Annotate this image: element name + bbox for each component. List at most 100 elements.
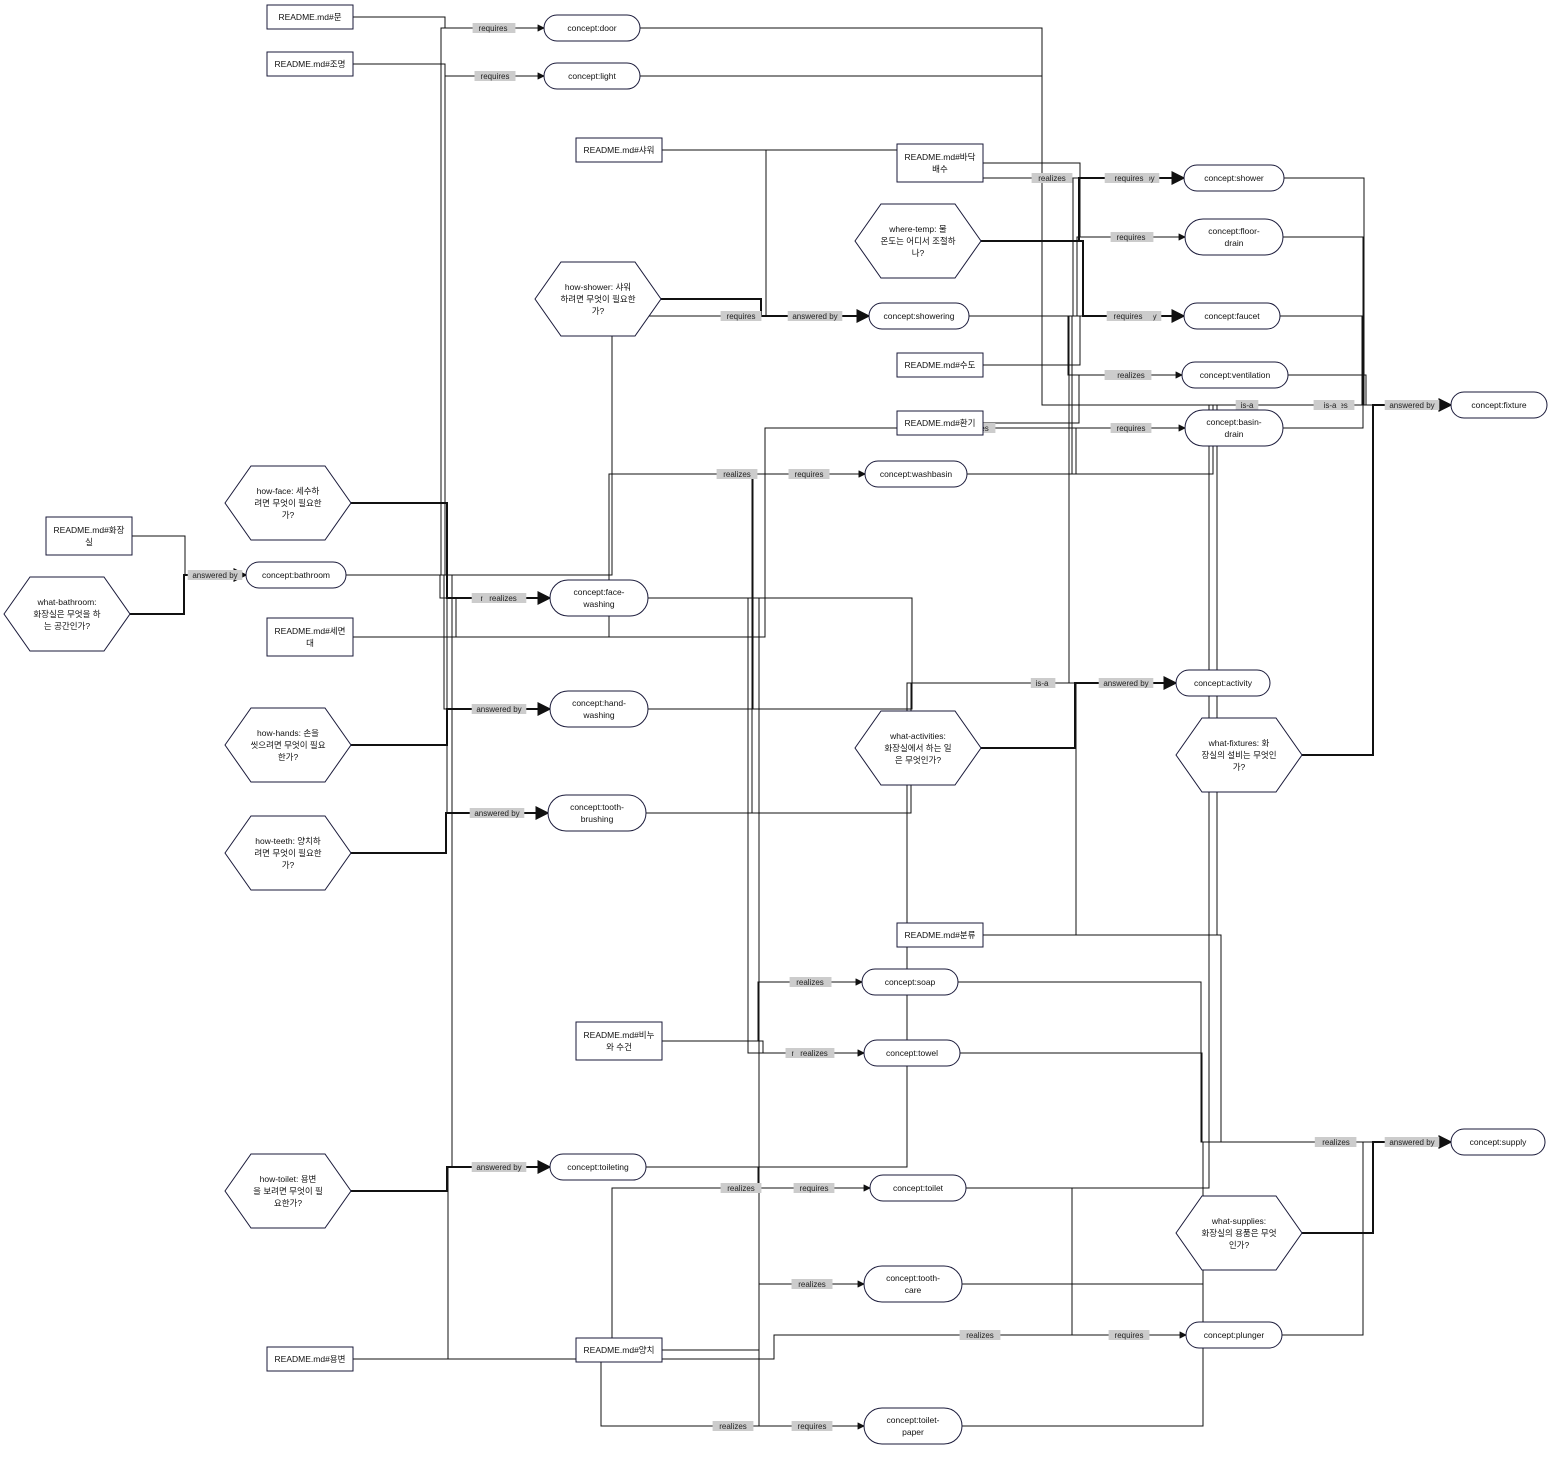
- edge-label-text: requires: [800, 1184, 829, 1193]
- edge-requires: [969, 233, 1186, 317]
- edge-realizes: [353, 636, 549, 817]
- node-label: concept:toilet: [893, 1183, 944, 1193]
- node-readme-class: README.md#분류: [896, 922, 984, 948]
- node-readme-shower: README.md#샤워: [575, 137, 663, 163]
- concept-pill: [869, 1174, 967, 1202]
- node-label: concept:floor-drain: [1208, 226, 1260, 248]
- node-label: concept:bathroom: [262, 570, 330, 580]
- concept-pill: [1184, 409, 1284, 447]
- edge-label-text: realizes: [1038, 174, 1066, 183]
- edge-requires: [346, 312, 870, 576]
- edge-realizes: [983, 371, 1183, 424]
- concept-pill: [1450, 1128, 1546, 1156]
- edge-realizes: [983, 312, 1185, 366]
- edge-realizes: [662, 149, 870, 320]
- edge-label: realizes: [482, 593, 524, 603]
- concept-pill: [1175, 669, 1271, 697]
- edge-label: realizes: [789, 977, 831, 987]
- edge-answered-by: [351, 806, 550, 854]
- edge-label: requires: [793, 1183, 835, 1193]
- edge-label-text: requires: [727, 312, 756, 321]
- edge-requires: [646, 470, 866, 814]
- concept-pill: [549, 1153, 647, 1181]
- source-box: [266, 4, 354, 30]
- question-hexagon: [854, 710, 982, 786]
- edge-realizes: [353, 1331, 1187, 1360]
- edge-requires: [648, 470, 866, 599]
- edge-label: answered by: [1384, 1137, 1440, 1147]
- concept-pill: [868, 302, 970, 330]
- edge-label-text: realizes: [800, 1049, 828, 1058]
- node-layer: README.md#문README.md#조명README.md#샤워READM…: [3, 4, 1548, 1445]
- edge-requires: [648, 597, 865, 1057]
- edge-requires: [648, 470, 866, 710]
- edge-realizes: [983, 679, 1177, 936]
- edge-label-text: is-a: [1036, 679, 1049, 688]
- edge-label: requires: [1108, 173, 1150, 183]
- edge-label: realizes: [712, 1421, 754, 1431]
- edge-label: realizes: [791, 1279, 833, 1289]
- edge-answered-by: [981, 676, 1178, 749]
- node-c-showering: concept:showering: [868, 302, 970, 330]
- edge-label: is-a: [1318, 400, 1342, 410]
- node-c-faucet: concept:faucet: [1183, 302, 1281, 330]
- question-hexagon: [224, 707, 352, 783]
- edge-label-text: requires: [1117, 424, 1146, 433]
- edge-realizes: [132, 535, 247, 579]
- edge-label-text: requires: [1115, 174, 1144, 183]
- source-box: [575, 1021, 663, 1061]
- node-readme-water: README.md#수도: [896, 352, 984, 378]
- edge-label: realizes: [716, 469, 758, 479]
- edge-label-text: requires: [1117, 233, 1146, 242]
- node-label: concept:showering: [884, 311, 955, 321]
- node-c-tooth: concept:tooth-brushing: [547, 794, 647, 832]
- concept-pill: [863, 1407, 963, 1445]
- node-c-light: concept:light: [543, 62, 641, 90]
- node-c-floor: concept:floor-drain: [1184, 218, 1284, 256]
- question-hexagon: [1175, 717, 1303, 793]
- edge-requires: [648, 708, 863, 986]
- concept-pill: [1184, 218, 1284, 256]
- node-label: concept:shower: [1204, 173, 1264, 183]
- concept-pill: [864, 460, 968, 488]
- node-label: concept:tooth-care: [886, 1273, 940, 1295]
- edge-label: realizes: [793, 1048, 835, 1058]
- concept-pill: [543, 14, 641, 42]
- edge-requires: [346, 72, 545, 576]
- edge-label-text: is-a: [1241, 401, 1254, 410]
- edge-label-text: requires: [798, 1422, 827, 1431]
- source-box: [266, 51, 354, 77]
- node-label: concept:ventilation: [1200, 370, 1271, 380]
- node-readme-light: README.md#조명: [266, 51, 354, 77]
- node-c-supply: concept:supply: [1450, 1128, 1546, 1156]
- edge-is-a: [1283, 236, 1452, 409]
- question-hexagon: [224, 1153, 352, 1229]
- node-label: README.md#환기: [905, 418, 976, 428]
- edge-label: requires: [474, 71, 516, 81]
- concept-pill: [549, 579, 649, 617]
- question-hexagon: [1175, 1195, 1303, 1271]
- node-c-shower: concept:shower: [1183, 164, 1285, 192]
- edge-label: answered by: [1384, 400, 1440, 410]
- edge-label-text: requires: [795, 470, 824, 479]
- question-hexagon: [534, 261, 662, 337]
- edge-label-text: answered by: [792, 312, 837, 321]
- edge-label: requires: [788, 469, 830, 479]
- node-readme-toilet: README.md#용변: [266, 1346, 354, 1372]
- source-box: [896, 410, 984, 436]
- node-c-washbasin: concept:washbasin: [864, 460, 968, 488]
